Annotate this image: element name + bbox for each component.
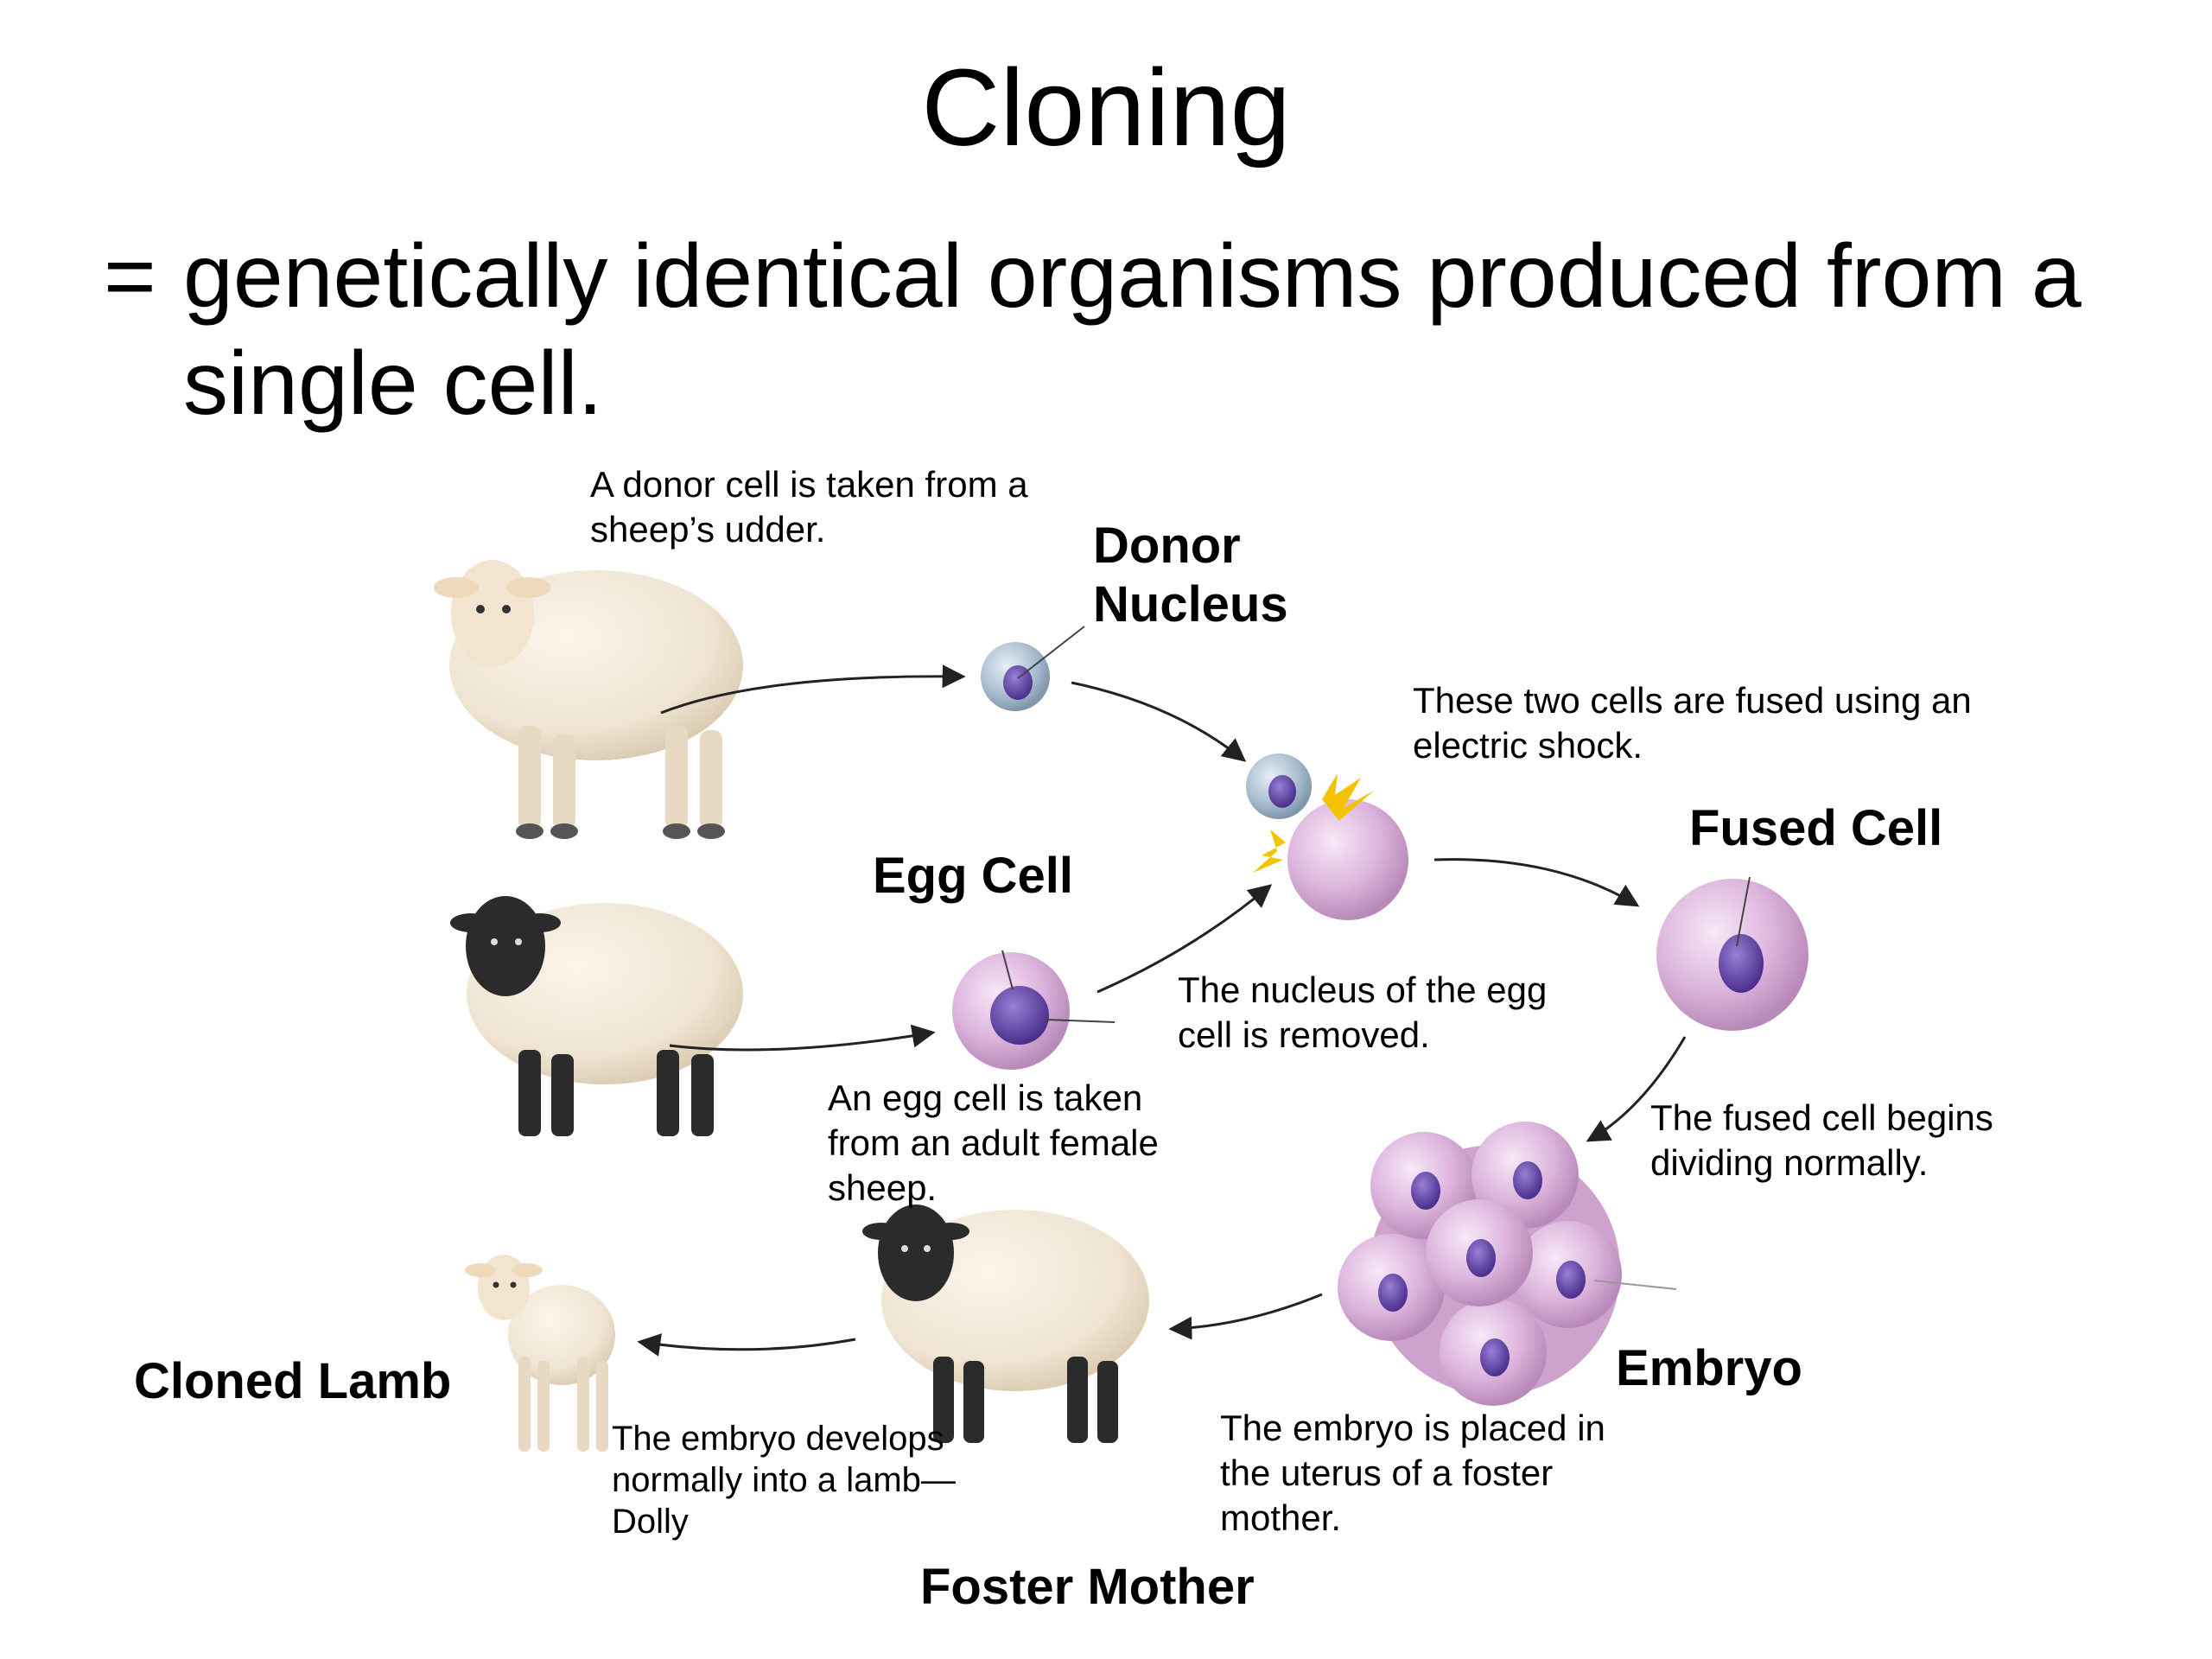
label-cloned-lamb: Cloned Lamb	[134, 1353, 452, 1409]
arrow-icon	[660, 664, 966, 715]
caption-develops: The embryo develops normally into a lamb…	[612, 1420, 956, 1541]
foster-mother-sheep-icon	[862, 1205, 1149, 1443]
fused-cell-icon	[1656, 876, 1808, 1031]
fusion-cells-icon	[1246, 753, 1408, 920]
caption-dividing: The fused cell begins dividing normally.	[1650, 1097, 1993, 1183]
label-donor-nucleus: Donor Nucleus	[1093, 518, 1288, 632]
arrow-icon	[1168, 1293, 1323, 1340]
caption-nucleus-removed: The nucleus of the egg cell is removed.	[1178, 969, 1548, 1055]
donor-cell-icon	[981, 626, 1085, 711]
egg-cell-icon	[952, 950, 1116, 1070]
label-egg-cell: Egg Cell	[873, 848, 1074, 904]
slide-title: Cloning	[921, 47, 1291, 168]
label-fused-cell: Fused Cell	[1689, 800, 1943, 856]
embryo-icon	[1338, 1122, 1677, 1406]
arrow-icon	[669, 1024, 936, 1052]
bullet-text: genetically identical organisms produced…	[183, 226, 2082, 434]
arrow-icon	[1433, 858, 1640, 907]
caption-donor: A donor cell is taken from a sheep’s udd…	[590, 464, 1028, 550]
arrow-icon	[637, 1333, 856, 1357]
caption-placed: The embryo is placed in the uterus of a …	[1220, 1408, 1605, 1538]
process-arrows	[637, 664, 1687, 1357]
definition-bullet: = genetically identical organisms produc…	[104, 223, 2126, 437]
bullet-symbol: =	[104, 226, 156, 327]
donor-sheep-icon	[434, 560, 743, 839]
spark-icon	[1322, 773, 1374, 821]
arrow-icon	[1586, 1036, 1687, 1142]
label-embryo: Embryo	[1616, 1340, 1802, 1396]
caption-fused: These two cells are fused using an elect…	[1413, 680, 1972, 766]
cloned-lamb-icon	[465, 1255, 615, 1452]
label-foster-mother: Foster Mother	[920, 1559, 1255, 1615]
spark-icon	[1253, 830, 1286, 873]
arrow-icon	[1071, 681, 1247, 762]
arrow-icon	[1096, 884, 1273, 994]
egg-donor-sheep-icon	[450, 896, 743, 1136]
caption-egg: An egg cell is taken from an adult femal…	[828, 1077, 1159, 1208]
